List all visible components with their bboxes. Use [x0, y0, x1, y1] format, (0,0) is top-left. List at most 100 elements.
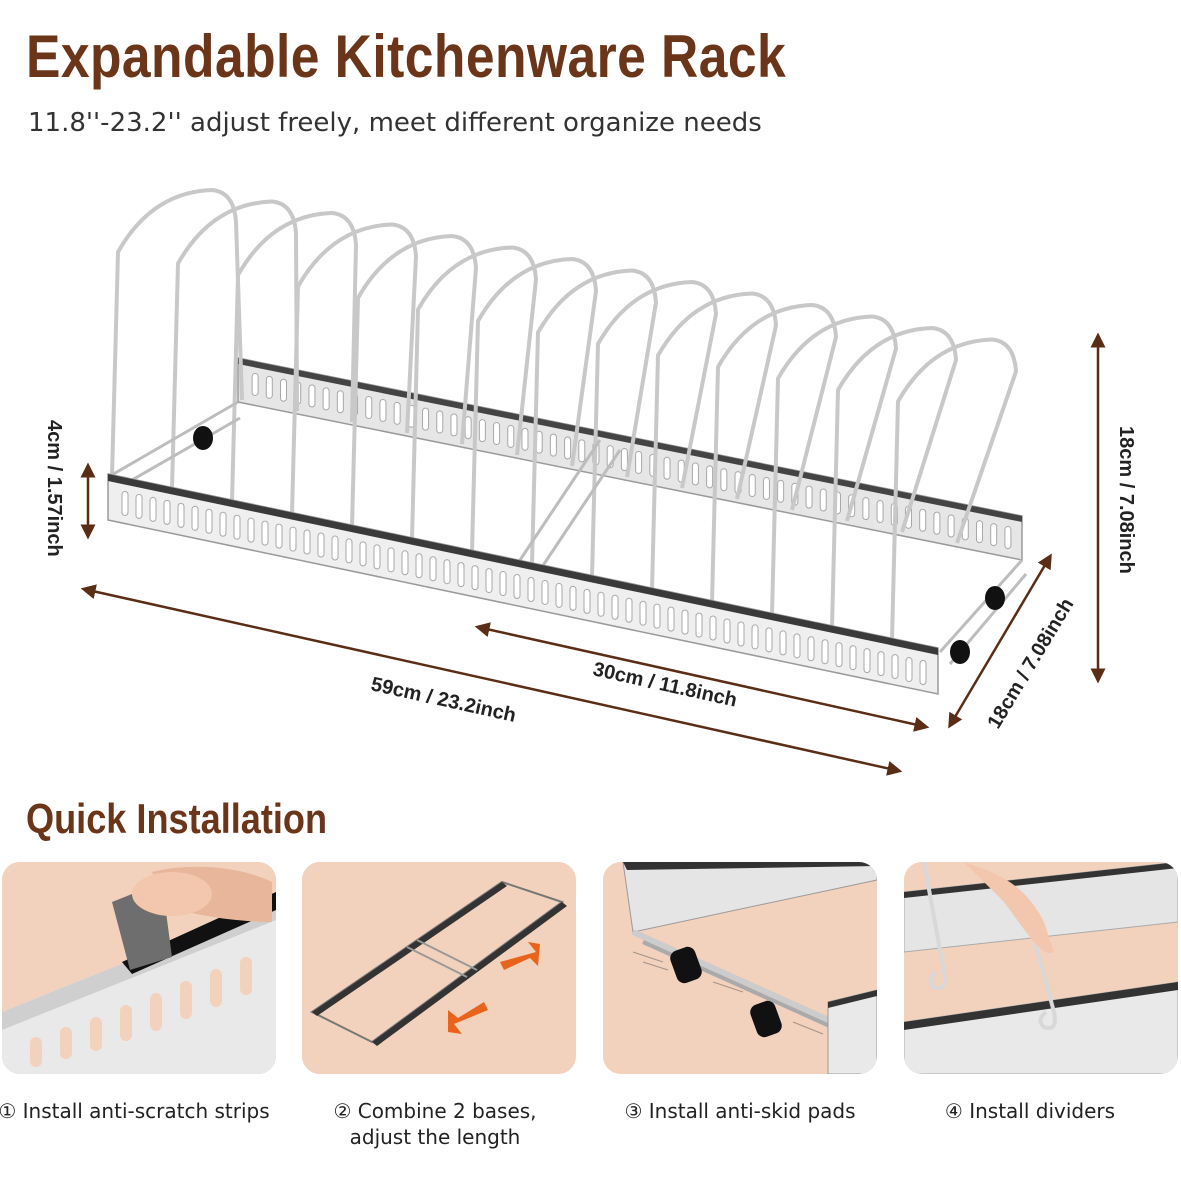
rail-slot — [401, 550, 409, 576]
rail-slot — [233, 514, 241, 540]
rail-slot — [527, 576, 535, 602]
rail-slot — [919, 508, 927, 532]
rail-slot — [990, 523, 998, 547]
rail-slot — [639, 600, 647, 626]
rail-slot — [835, 642, 843, 668]
step-3-image — [603, 862, 877, 1074]
rail-slot — [555, 582, 563, 608]
rail-slot — [695, 612, 703, 638]
wire-divider — [290, 222, 419, 514]
rail-slot — [720, 468, 728, 492]
wire-divider — [230, 210, 359, 502]
rail-slot — [303, 529, 311, 555]
step-2-caption: ② Combine 2 bases, adjust the length — [333, 1099, 537, 1149]
rail-slot — [611, 594, 619, 620]
rail-slot — [709, 615, 717, 641]
dimension-arrows — [80, 332, 1106, 776]
rail-slot — [322, 387, 330, 411]
rail-slot — [471, 565, 479, 591]
rail-slot — [205, 508, 213, 534]
rail-slot — [620, 448, 628, 472]
rail-slot — [583, 588, 591, 614]
rail-slot — [499, 571, 507, 597]
rail-slot — [919, 660, 927, 686]
rail-slot — [807, 636, 815, 662]
rail-slot — [493, 422, 501, 446]
rail-slot — [564, 436, 572, 460]
wire-divider — [170, 199, 299, 489]
rail-slot — [663, 456, 671, 480]
page-title: Expandable Kitchenware Rack — [26, 23, 787, 90]
rail-slot — [289, 526, 297, 552]
rail-slot — [777, 479, 785, 503]
rail-slot — [877, 651, 885, 677]
dim-height: 18cm / 7.08inch — [1115, 426, 1137, 574]
step-1-image — [2, 862, 276, 1074]
rail-slot — [947, 514, 955, 538]
rail-slot — [597, 591, 605, 617]
rail-slot — [373, 544, 381, 570]
rail-slot — [280, 378, 288, 402]
rail-slot — [191, 505, 199, 531]
step-1-caption: ① Install anti-scratch strips — [0, 1099, 270, 1123]
rail-slot — [317, 532, 325, 558]
rail-slot — [121, 490, 129, 516]
wire-divider — [470, 256, 599, 552]
rail-slot — [457, 562, 465, 588]
rail-slot — [219, 511, 227, 537]
wire-divider — [830, 325, 959, 628]
rail-slot — [163, 499, 171, 525]
rail-slot — [625, 597, 633, 623]
rail-slot — [336, 390, 344, 414]
rail-slot — [507, 424, 515, 448]
rail-slot — [265, 375, 273, 399]
rail-slot — [393, 401, 401, 425]
rail-slot — [365, 396, 373, 420]
rail-slot — [876, 500, 884, 524]
rail-slot — [653, 603, 661, 629]
rail-slot — [723, 618, 731, 644]
wire-divider — [890, 337, 1019, 640]
rail-slot — [849, 645, 857, 671]
rail-slot — [706, 465, 714, 489]
rail-slot — [331, 535, 339, 561]
rail-slot — [751, 624, 759, 650]
rail-slot — [149, 496, 157, 522]
section-title: Quick Installation — [26, 795, 328, 842]
rail-slot — [251, 372, 259, 396]
rail-slot — [681, 609, 689, 635]
dim-width-min: 30cm / 11.8inch — [591, 658, 739, 711]
wire-divider — [650, 291, 779, 590]
step-2-image — [302, 862, 576, 1074]
rail-slot — [450, 413, 458, 437]
rail-slot — [436, 410, 444, 434]
rail-slot — [478, 419, 486, 443]
step-4-caption: ④ Install dividers — [944, 1099, 1116, 1123]
rail-slot — [667, 606, 675, 632]
rail-slot — [975, 520, 983, 544]
rail-slot — [765, 627, 773, 653]
wire-divider — [410, 245, 539, 540]
rail-slot — [177, 502, 185, 528]
wire-divider — [710, 302, 839, 603]
rail-slot — [1004, 526, 1012, 550]
rail-slot — [933, 511, 941, 535]
step-3-caption: ③ Install anti-skid pads — [624, 1099, 856, 1123]
dim-base-height: 4cm / 1.57inch — [43, 420, 65, 557]
wire-divider — [530, 268, 659, 565]
rail-slot — [549, 433, 557, 457]
wire-dividers — [110, 187, 1019, 640]
rail-slot — [762, 476, 770, 500]
rail-slot — [905, 657, 913, 683]
rail-slot — [429, 556, 437, 582]
rail-slot — [569, 585, 577, 611]
rail-slot — [485, 568, 493, 594]
rail-slot — [275, 523, 283, 549]
rail-slot — [635, 450, 643, 474]
wire-divider — [770, 314, 899, 615]
rail-slot — [464, 416, 472, 440]
rail-slot — [819, 488, 827, 512]
rail-slot — [387, 547, 395, 573]
rail-slot — [793, 633, 801, 659]
rail-slot — [359, 541, 367, 567]
